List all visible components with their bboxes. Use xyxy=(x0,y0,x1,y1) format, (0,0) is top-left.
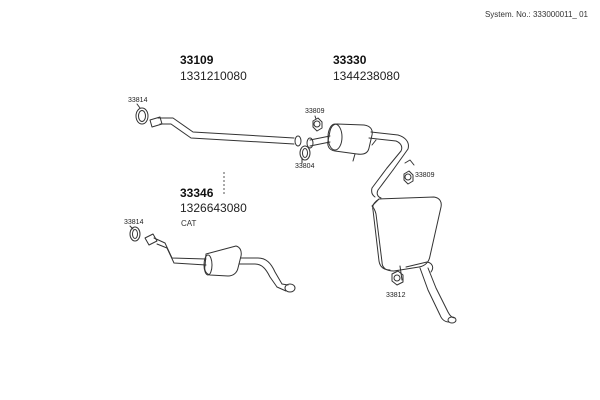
ref-label-gasket-front: 33814 xyxy=(128,97,148,104)
hanger-bracket xyxy=(404,159,415,166)
system-number: System. No.: 333000011_ 01 xyxy=(484,10,588,19)
ref-label-clamp-rear: 33809 xyxy=(415,172,435,179)
rear-muffler xyxy=(371,196,457,324)
ref-label-clamp-front: 33809 xyxy=(305,108,325,115)
clamp-front xyxy=(312,115,323,132)
gasket-cat xyxy=(129,225,141,242)
ref-label-gasket-mid: 33804 xyxy=(295,163,315,170)
group-code-33346: 33346 xyxy=(180,186,214,200)
ref-label-clamp-tail: 33812 xyxy=(386,292,406,299)
clamp-tail xyxy=(391,270,404,286)
catalytic-converter xyxy=(144,233,296,293)
part-number-33346: 1326643080 xyxy=(180,201,247,215)
part-number-33109: 1331210080 xyxy=(180,69,247,83)
clamp-rear xyxy=(403,170,414,185)
cat-label: CAT xyxy=(181,219,197,228)
part-number-33330: 1344238080 xyxy=(333,69,400,83)
group-code-33330: 33330 xyxy=(333,53,367,67)
middle-muffler xyxy=(306,123,409,199)
front-pipe xyxy=(149,116,302,147)
ref-label-gasket-cat: 33814 xyxy=(124,219,144,226)
group-code-33109: 33109 xyxy=(180,53,214,67)
gasket-mid xyxy=(299,145,311,164)
gasket-front xyxy=(135,103,149,125)
